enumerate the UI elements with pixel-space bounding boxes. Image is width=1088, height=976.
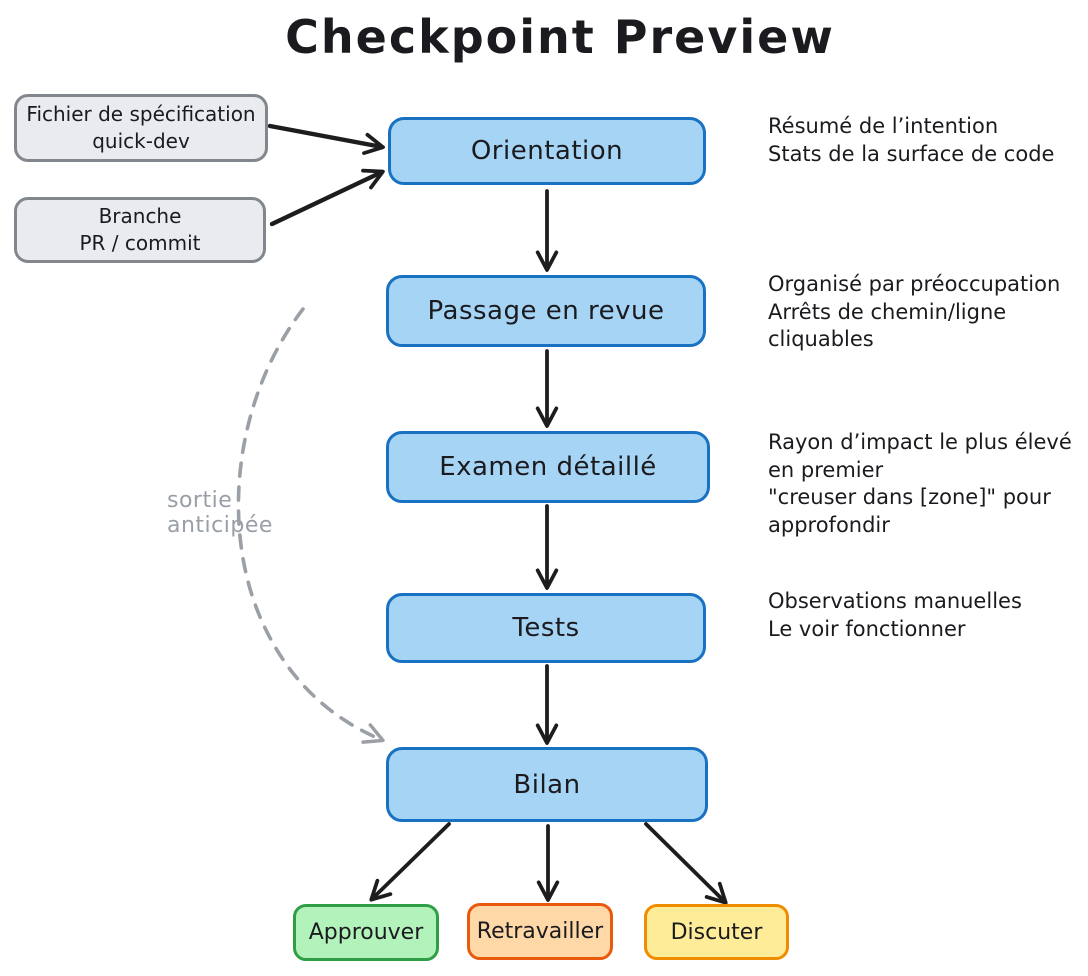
node-spec-file: Fichier de spécification quick-dev bbox=[14, 94, 268, 162]
arrow-bilan-to-approuver bbox=[369, 822, 451, 902]
node-orientation: Orientation bbox=[388, 117, 706, 185]
node-bilan-label: Bilan bbox=[513, 769, 581, 800]
node-orientation-label: Orientation bbox=[470, 136, 624, 166]
page-title: Checkpoint Preview bbox=[285, 10, 835, 64]
early-exit-arrow bbox=[236, 307, 385, 744]
node-tests-label: Tests bbox=[512, 613, 580, 643]
node-passage-en-revue-label: Passage en revue bbox=[427, 296, 665, 326]
node-passage-en-revue: Passage en revue bbox=[386, 275, 706, 347]
node-discuter: Discuter bbox=[644, 904, 789, 960]
node-bilan: Bilan bbox=[386, 747, 708, 822]
node-branch-label: Branche PR / commit bbox=[79, 204, 201, 255]
node-discuter-label: Discuter bbox=[670, 919, 763, 945]
annotation-orientation: Résumé de l’intention Stats de la surfac… bbox=[768, 114, 1055, 166]
arrow-spec-to-orientation bbox=[267, 123, 385, 155]
node-approuver: Approuver bbox=[293, 904, 439, 961]
arrow-branch-to-orientation bbox=[269, 168, 385, 227]
node-tests: Tests bbox=[386, 593, 706, 663]
annotation-examen-detaille: Rayon d’impact le plus élevé en premier … bbox=[768, 430, 1072, 538]
node-branch: Branche PR / commit bbox=[14, 197, 266, 263]
annotation-tests: Observations manuelles Le voir fonctionn… bbox=[768, 589, 1022, 641]
node-spec-file-label: Fichier de spécification quick-dev bbox=[26, 102, 256, 153]
node-approuver-label: Approuver bbox=[308, 920, 424, 945]
early-exit-label: sortie anticipée bbox=[167, 488, 273, 538]
node-examen-detaille-label: Examen détaillé bbox=[439, 452, 657, 482]
node-examen-detaille: Examen détaillé bbox=[386, 431, 710, 503]
node-retravailler: Retravailler bbox=[467, 903, 613, 960]
node-retravailler-label: Retravailler bbox=[476, 919, 604, 944]
arrow-bilan-to-discuter bbox=[644, 822, 728, 905]
annotation-passage-en-revue: Organisé par préoccupation Arrêts de che… bbox=[768, 272, 1061, 352]
